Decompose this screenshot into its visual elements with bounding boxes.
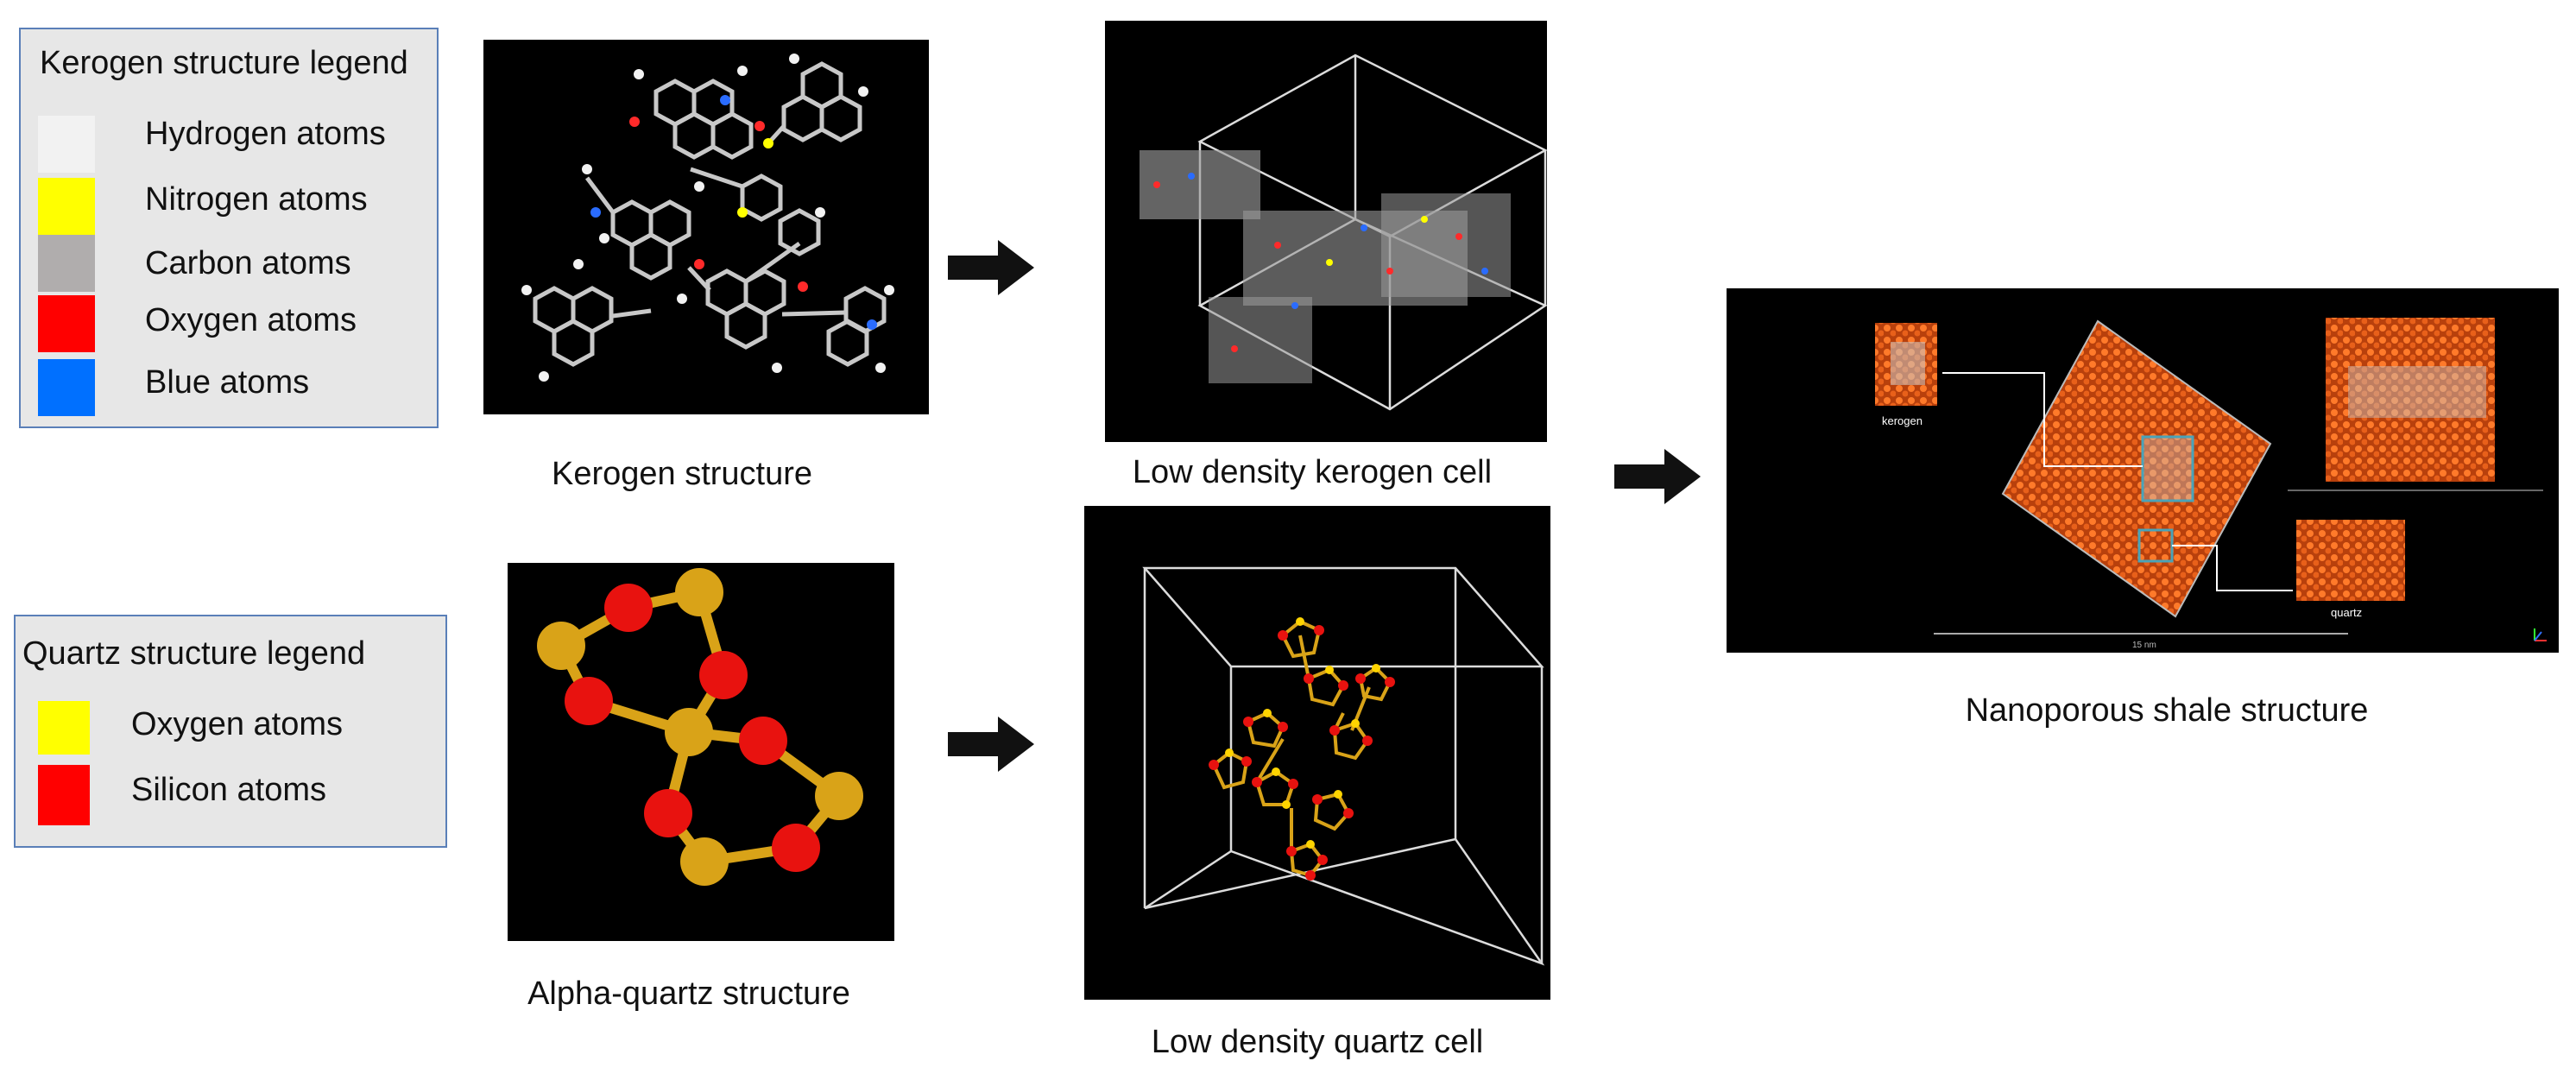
quartz-cell-graphic (1142, 566, 1545, 966)
legend-label-blue: Blue atoms (145, 364, 310, 401)
caption-alpha-quartz: Alpha-quartz structure (527, 976, 850, 1012)
legend-swatch-carbon (38, 235, 95, 292)
kerogen-cell-graphic (1140, 54, 1547, 411)
legend-swatch-nitrogen (38, 178, 95, 235)
legend-swatch-quartz-silicon (38, 765, 90, 825)
kerogen-legend-title: Kerogen structure legend (40, 45, 408, 81)
shale-scale-label: 15 nm (2132, 641, 2156, 650)
legend-label-quartz-oxygen: Oxygen atoms (131, 706, 343, 742)
alpha-quartz-graphic (537, 568, 863, 886)
low-density-quartz-cell-image (1084, 506, 1550, 1000)
arrow-right-icon (948, 240, 1034, 295)
shale-label-kerogen: kerogen (1882, 414, 1923, 427)
legend-swatch-blue (38, 359, 95, 416)
kerogen-molecule-graphic (521, 54, 894, 382)
legend-label-carbon: Carbon atoms (145, 245, 351, 281)
legend-swatch-hydrogen (38, 116, 95, 173)
caption-low-density-kerogen: Low density kerogen cell (1132, 454, 1493, 490)
quartz-legend: Quartz structure legend Oxygen atoms Sil… (14, 615, 447, 848)
legend-label-hydrogen: Hydrogen atoms (145, 116, 386, 152)
arrow-right-icon (1614, 449, 1701, 504)
legend-label-nitrogen: Nitrogen atoms (145, 181, 368, 218)
legend-swatch-oxygen (38, 295, 95, 352)
arrow-right-icon (948, 717, 1034, 772)
quartz-legend-title: Quartz structure legend (22, 635, 366, 672)
caption-shale: Nanoporous shale structure (1965, 692, 2369, 729)
legend-label-quartz-silicon: Silicon atoms (131, 772, 326, 808)
legend-swatch-quartz-oxygen (38, 701, 90, 755)
low-density-kerogen-cell-image (1105, 21, 1547, 442)
legend-label-oxygen: Oxygen atoms (145, 302, 357, 338)
alpha-quartz-structure-image (508, 563, 894, 941)
shale-structure-graphic: kerogen quartz 15 nm (1875, 318, 2547, 650)
caption-kerogen-structure: Kerogen structure (551, 456, 813, 492)
kerogen-legend: Kerogen structure legend Hydrogen atoms … (19, 28, 439, 428)
caption-low-density-quartz: Low density quartz cell (1151, 1024, 1484, 1060)
shale-label-quartz: quartz (2331, 606, 2362, 619)
nanoporous-shale-image: kerogen quartz 15 nm (1727, 288, 2559, 653)
kerogen-structure-image (483, 40, 929, 414)
